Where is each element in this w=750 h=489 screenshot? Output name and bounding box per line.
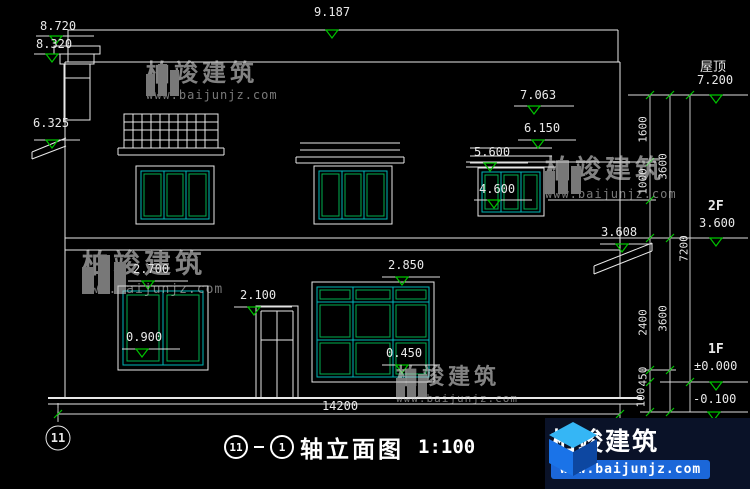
elevation-label-2700: 2.700 [133,262,170,276]
roof-elevation: 7.200 [697,73,734,87]
watermark-logo-icon [82,255,126,294]
elevation-label-7063: 7.063 [520,88,557,102]
vdim-3600-lower: 3600 [656,305,670,332]
floor-1-label: 1F [708,342,724,357]
watermark-logo-icon [545,160,581,194]
roof-label: 屋顶 [700,60,727,75]
watermark: 柏竣建筑 www.baijunjz.com [82,250,223,297]
window-1f-left [117,285,209,371]
left-canopy [31,137,67,160]
elevation-label-5600: 5.600 [474,145,511,159]
dimension-lines [34,35,748,425]
elevation-label-6150: 6.150 [524,121,561,135]
elevation-label-6325: 6.325 [33,116,70,130]
vdim-1600: 1600 [636,116,650,143]
elevation-label-2100: 2.100 [240,288,277,302]
ground-elevation: -0.100 [693,392,737,406]
window-2f-center [295,142,405,225]
title-axis-end-bubble: 1 [270,435,294,459]
window-2f-left [117,113,225,225]
floor-2-label: 2F [708,199,724,214]
watermark: 柏竣建筑 www.baijunjz.com [146,60,278,102]
title-dash [254,446,264,448]
elevation-label-3608: 3.608 [601,225,638,239]
elevation-label-0450: 0.450 [386,346,423,360]
watermark-logo-icon [146,64,179,96]
axis-bubble-circle [45,425,71,451]
chimney [53,45,101,121]
elevation-label-9187: 9.187 [313,5,351,19]
window-2f-right [466,147,556,217]
elevation-label-2850: 2.850 [388,258,425,272]
elevation-label-8720: 8.720 [40,19,77,33]
watermark: 柏竣建筑 www.baijunjz.com [396,365,518,405]
entrance-door [255,305,299,399]
vdim-100: 100 [634,387,648,408]
elevation-label-8320: 8.320 [36,37,73,51]
title-axis-start-bubble: 11 [224,435,248,459]
drawing-title: 11 1 轴立面图 1:100 [224,430,475,464]
window-1f-large [311,281,435,383]
vdim-7200: 7200 [677,235,691,262]
floor-1-elevation: ±0.000 [694,359,738,373]
vdim-2400: 2400 [636,309,650,336]
elevation-label-0900: 0.900 [126,330,163,344]
floor-2-elevation: 3.600 [699,216,736,230]
watermark: 柏竣建筑 www.baijunjz.com [545,156,677,201]
elevation-markers [44,29,724,421]
title-text: 轴立面图 [300,437,404,463]
total-width-label: 14200 [321,399,359,413]
building-outline [48,29,642,405]
brand-cube-icon [549,422,597,476]
brand-block: 柏竣建筑 www.baijunjz.com [545,418,750,489]
title-scale: 1:100 [418,436,476,458]
axis-bubble-label: 11 [50,431,66,445]
elevation-label-4600: 4.600 [479,182,516,196]
watermark-logo-icon [396,369,427,398]
right-awning [593,242,653,275]
